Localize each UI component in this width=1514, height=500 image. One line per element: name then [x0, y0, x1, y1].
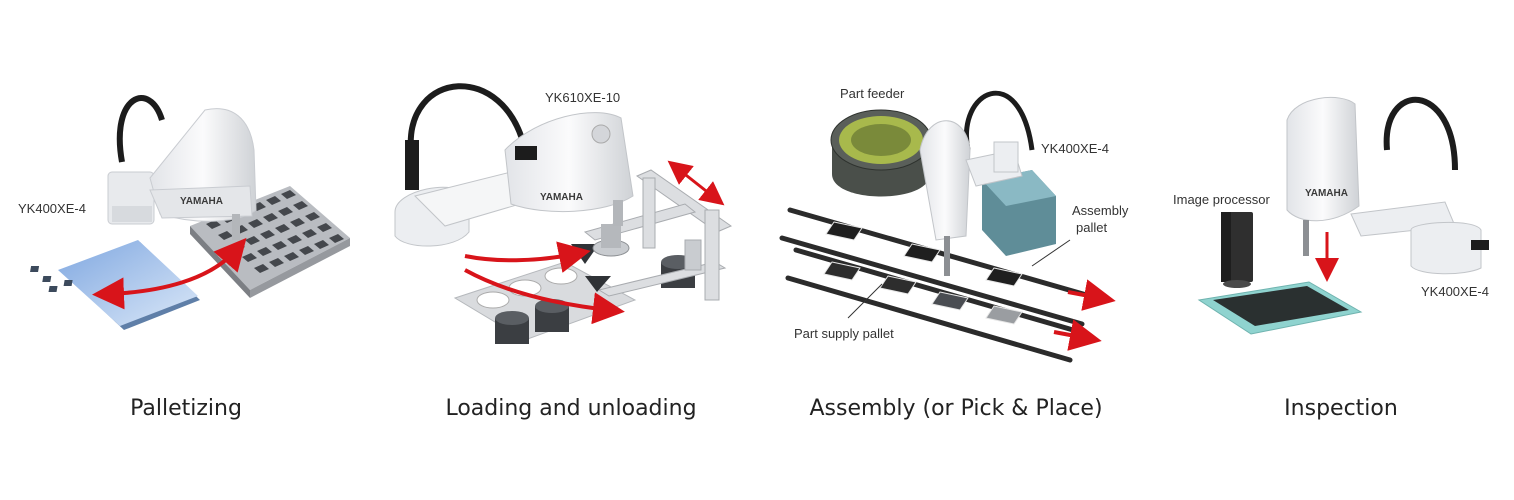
scara-robot-yk610: YAMAHA	[394, 83, 634, 247]
assembly-pallet-label: Assembly pallet	[1072, 202, 1128, 236]
feeder-label: Part feeder	[840, 86, 905, 101]
transfer-arrow	[92, 237, 247, 310]
inspected-device	[1197, 281, 1363, 335]
model-label: YK400XE-4	[18, 201, 86, 216]
flow-arrow-upper	[1067, 279, 1116, 311]
tray-cell	[293, 201, 308, 210]
flow-arrow-lower	[1053, 319, 1102, 351]
load-arrow	[464, 241, 591, 273]
pallet-plate	[823, 261, 861, 281]
caption-inspection: Inspection	[1284, 396, 1398, 421]
conveyor-rail	[793, 247, 1083, 335]
tray-cell	[206, 220, 221, 229]
tray-cell	[314, 240, 329, 249]
tray-cell	[317, 223, 332, 232]
tray-cell	[266, 196, 281, 205]
tray-cell	[302, 229, 317, 238]
model-label: YK610XE-10	[545, 90, 621, 105]
pallet-plate	[985, 305, 1023, 325]
caption-loading: Loading and unloading	[445, 396, 697, 421]
robot-brand-logo: YAMAHA	[1305, 188, 1348, 199]
tray-cell	[248, 219, 263, 228]
tray-cell	[287, 235, 302, 244]
supply-pallet-label: Part supply pallet	[794, 326, 894, 341]
loading-illustration: YAMAHA	[394, 83, 733, 344]
tray-cell	[272, 241, 287, 250]
caption-assembly: Assembly (or Pick & Place)	[809, 396, 1103, 421]
unload-arrow	[464, 268, 625, 325]
panel-palletizing: YAMAHA YK400XE-4 Palletizing	[0, 0, 370, 500]
assembly-pallet-label-line2: pallet	[1076, 220, 1108, 235]
tray-cell	[269, 258, 284, 267]
inspection-illustration: YAMAHA	[1197, 96, 1489, 335]
tray-cell	[245, 236, 260, 245]
processor-label: Image processor	[1173, 192, 1270, 207]
tray-cell	[275, 224, 290, 233]
pallet-plate	[825, 221, 863, 241]
part-feeder	[830, 109, 932, 197]
tray-cell	[281, 190, 296, 199]
tray-cell	[263, 213, 278, 222]
tray-cell	[278, 207, 293, 216]
scara-robot-yk400	[919, 90, 1035, 276]
scara-robot-yk400: YAMAHA	[1286, 96, 1489, 275]
panel-inspection: YAMAHA Image processor YK400XE-4 Inspect…	[1155, 0, 1514, 500]
palletizing-illustration: YAMAHA	[30, 95, 350, 330]
tray-cell	[299, 246, 314, 255]
tray-cell	[218, 231, 233, 240]
panel-loading: YAMAHA YK610XE-10 Loading and unloading	[385, 0, 765, 500]
tray-cell	[260, 230, 275, 239]
assembly-illustration	[779, 90, 1116, 363]
tray-cell	[329, 234, 344, 243]
pallet-plate	[985, 267, 1023, 287]
model-label: YK400XE-4	[1041, 141, 1109, 156]
scara-robot-yk400: YAMAHA	[107, 95, 257, 240]
pallets	[823, 221, 1023, 325]
robot-brand-logo: YAMAHA	[540, 192, 583, 203]
travel-arrow	[667, 160, 725, 206]
panel-assembly: Part feeder YK400XE-4 Assembly pallet Pa…	[770, 0, 1140, 500]
pallet-plate	[903, 243, 941, 263]
conveyor-rail	[779, 235, 1085, 327]
conveyor-rail	[785, 275, 1073, 363]
camera	[1221, 212, 1253, 288]
model-label: YK400XE-4	[1421, 284, 1489, 299]
caption-palletizing: Palletizing	[130, 396, 242, 421]
robot-brand-logo: YAMAHA	[180, 196, 223, 207]
tray-cell	[254, 264, 269, 273]
tray-cell	[284, 252, 299, 261]
tray-cell	[305, 212, 320, 221]
assembly-pallet-label-line1: Assembly	[1072, 203, 1129, 218]
tray-cell	[257, 247, 272, 256]
pallet-plate	[879, 275, 917, 295]
controller-box	[982, 170, 1056, 256]
tray-cell	[290, 218, 305, 227]
pallet-plate	[931, 291, 969, 311]
